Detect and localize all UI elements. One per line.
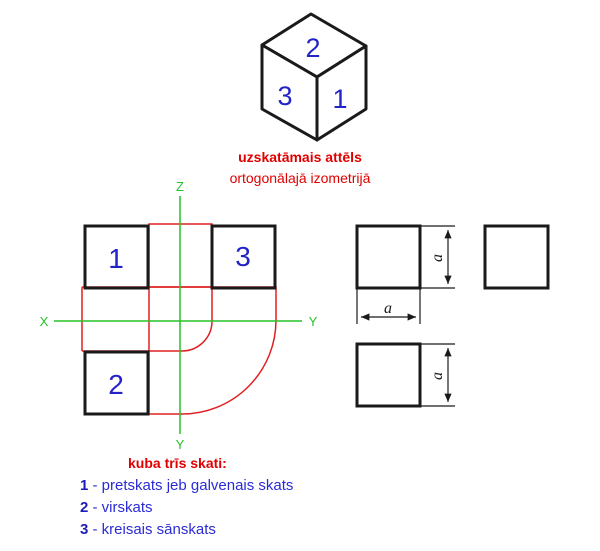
dim-label-bottom: a	[384, 300, 392, 317]
legend-item-1-num: 1	[80, 477, 89, 494]
dim-label-lower: a	[429, 372, 446, 380]
x-axis-label: X	[40, 314, 49, 329]
front-view-label: 1	[108, 243, 124, 274]
dim-square-bottom	[355, 342, 422, 408]
left-view-label: 3	[235, 241, 251, 272]
left-view	[210, 224, 277, 290]
dimension-views	[355, 224, 550, 408]
cube-left-label: 3	[277, 81, 292, 111]
top-view	[83, 350, 150, 416]
legend-item-1: 1 - pretskats jeb galvenais skats	[80, 477, 293, 494]
y2-axis-label: Y	[176, 437, 185, 452]
front-view	[83, 224, 150, 290]
legend-item-2-text: - virskats	[88, 499, 153, 516]
legend-item-2-num: 2	[80, 499, 89, 516]
orthographic-views	[83, 224, 277, 416]
top-view-label: 2	[108, 369, 124, 400]
cube-right-face	[315, 44, 368, 142]
cube-top-label: 2	[305, 33, 320, 63]
legend-item-1-text: - pretskats jeb galvenais skats	[88, 477, 294, 494]
legend-title: kuba trīs skati:	[128, 455, 227, 471]
legend-item-3-text: - kreisais sānskats	[88, 521, 216, 538]
isometric-cube	[260, 12, 368, 142]
cube-right-label: 1	[332, 84, 347, 114]
caption-subtitle: ortogonālajā izometrijā	[229, 170, 371, 186]
legend-item-2: 2 - virskats	[80, 499, 153, 516]
dim-square-front	[355, 224, 422, 290]
dimension-lines	[356, 225, 455, 407]
axes	[54, 196, 302, 434]
caption-title: uzskatāmais attēls	[238, 149, 362, 165]
dim-square-side	[483, 224, 550, 290]
dim-label-side: a	[429, 254, 446, 262]
z-axis-label: Z	[176, 179, 184, 194]
legend-item-3: 3 - kreisais sānskats	[80, 521, 216, 538]
y-axis-label: Y	[309, 314, 318, 329]
legend-item-3-num: 3	[80, 521, 89, 538]
